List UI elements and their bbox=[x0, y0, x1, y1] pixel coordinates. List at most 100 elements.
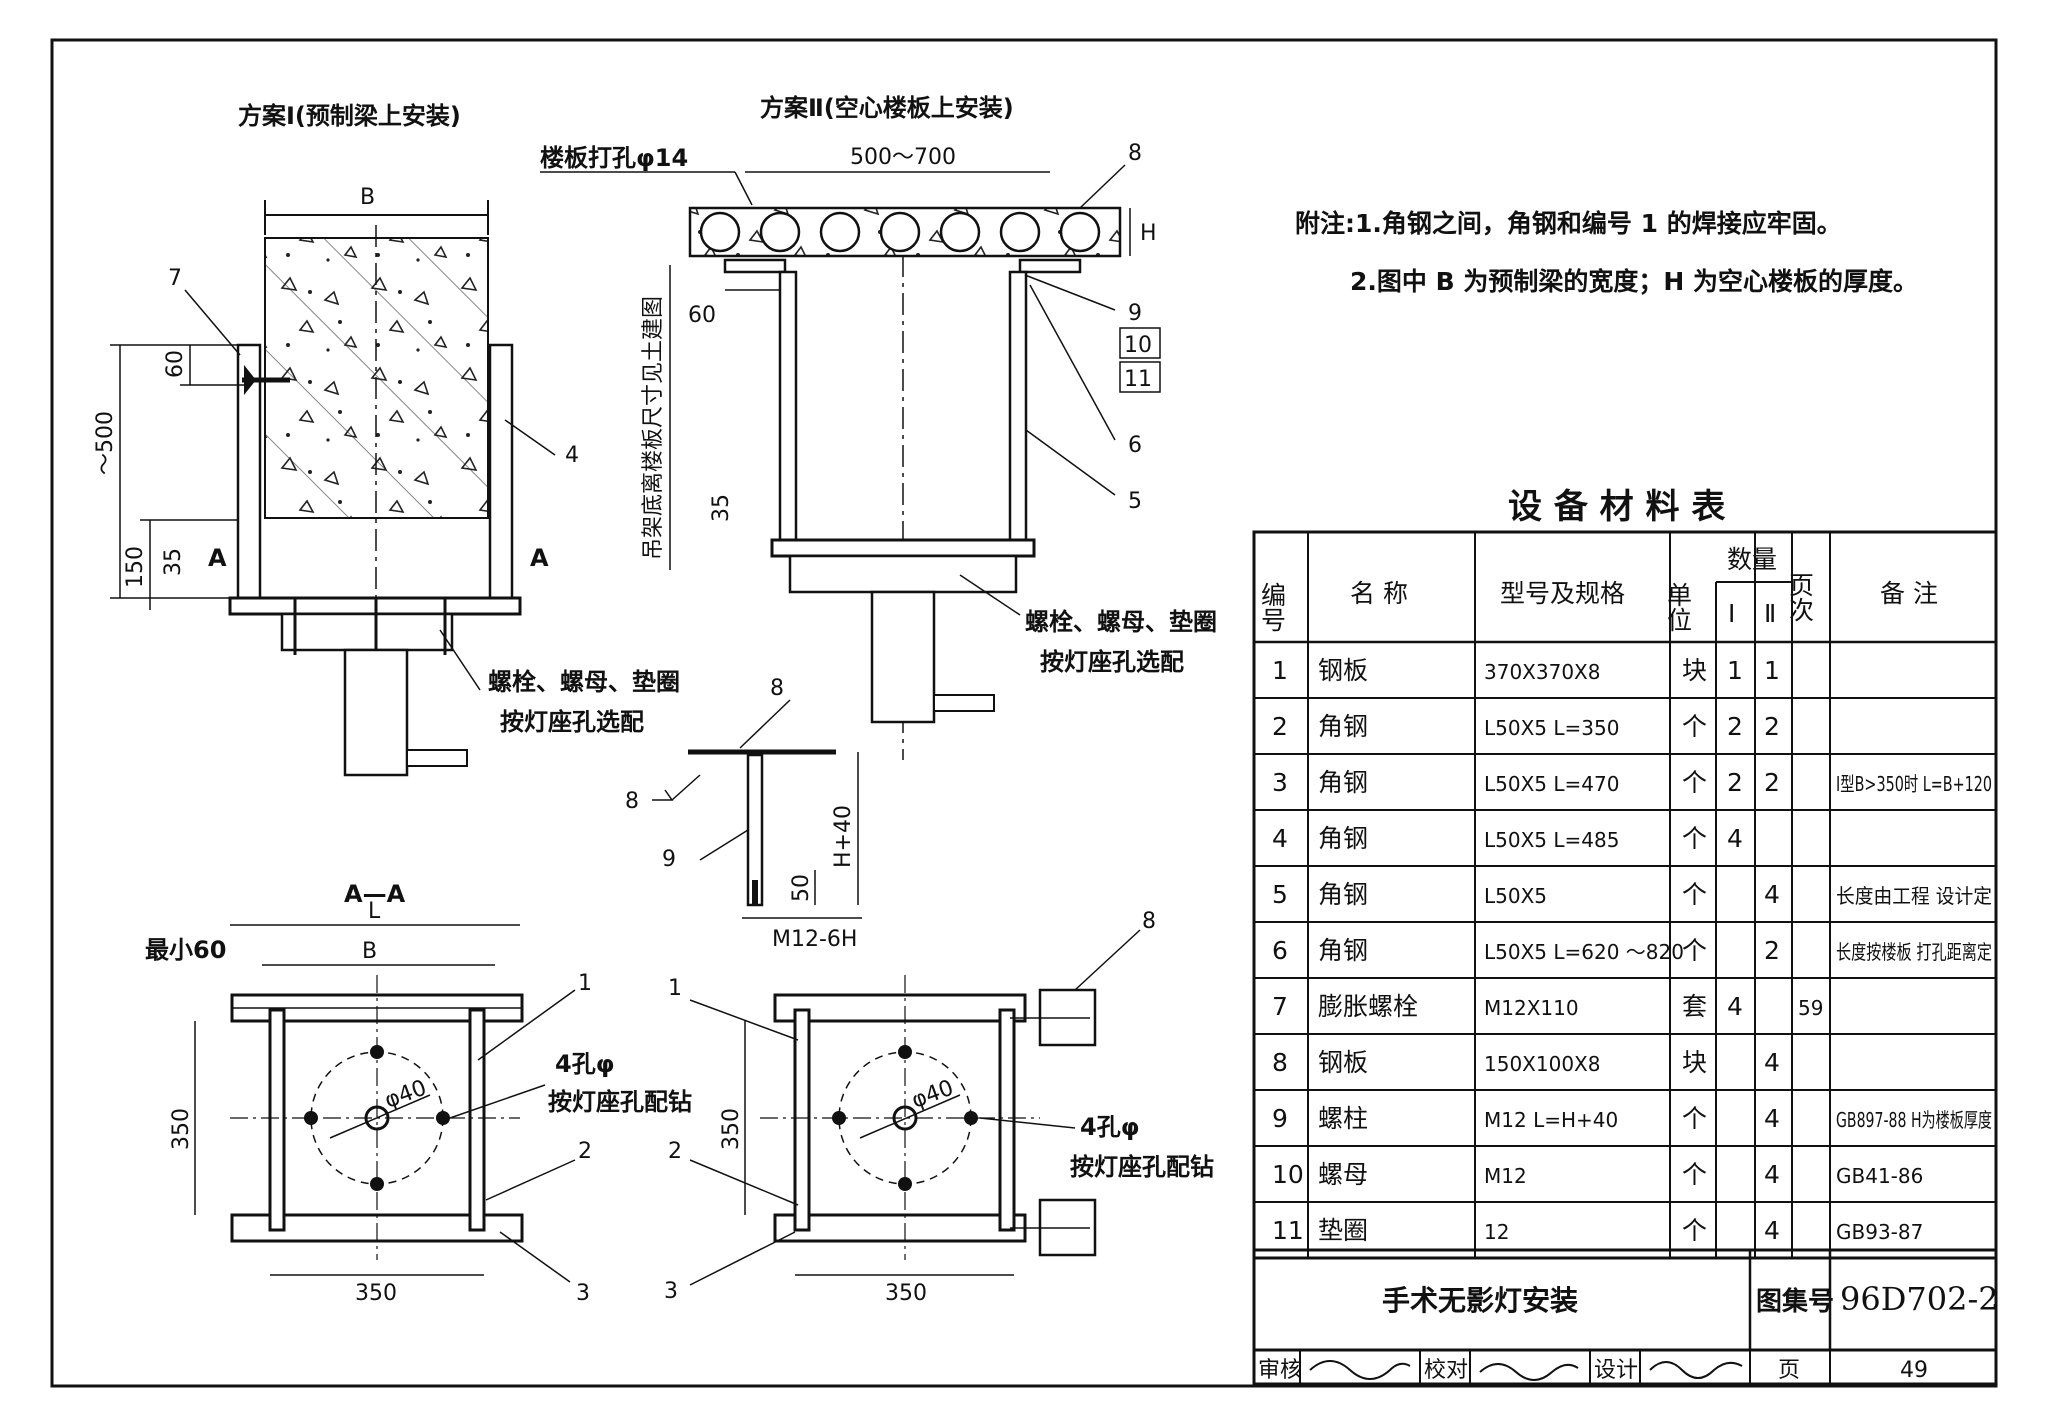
vertical-note: 吊架底离楼板尺寸见土建图 bbox=[641, 296, 666, 560]
row-qty-1: 4 bbox=[1727, 824, 1743, 853]
row-remark: GB93-87 bbox=[1836, 1220, 1923, 1244]
section-a-a: A—A L B 最小60 φ40 350 350 4孔φ 按灯座孔配钻 1 2 … bbox=[145, 880, 692, 1306]
dim-60: 60 bbox=[163, 350, 188, 378]
row-name: 螺母 bbox=[1318, 1160, 1368, 1189]
dim-500: ～500 bbox=[93, 411, 118, 475]
stud-detail: 8 8 9 H+40 50 M12-6H bbox=[625, 676, 862, 952]
row-qty-1: 2 bbox=[1727, 712, 1743, 741]
row-unit: 块 bbox=[1682, 656, 1707, 685]
callout-6-s2: 6 bbox=[1128, 433, 1142, 458]
row-spec: M12 bbox=[1484, 1164, 1527, 1188]
row-name: 钢板 bbox=[1318, 656, 1368, 685]
row-name: 角钢 bbox=[1318, 936, 1368, 965]
row-unit: 个 bbox=[1682, 880, 1707, 909]
plan2-dim-350h: 350 bbox=[885, 1281, 927, 1306]
row-qty-2: 4 bbox=[1764, 1048, 1780, 1077]
angle-5-left bbox=[778, 270, 798, 554]
row-unit: 套 bbox=[1682, 992, 1707, 1021]
row-no: 5 bbox=[1272, 880, 1288, 909]
header-remark: 备 注 bbox=[1880, 579, 1938, 608]
scheme-2-elevation: 方案Ⅱ(空心楼板上安装) 楼板打孔φ14 500～700 H 吊架底离楼板尺寸见… bbox=[540, 94, 1217, 760]
callout-5-s2: 5 bbox=[1128, 489, 1142, 514]
dim-b-aa: B bbox=[362, 939, 377, 964]
row-unit: 个 bbox=[1682, 1104, 1707, 1133]
row-qty-2: 4 bbox=[1764, 880, 1780, 909]
review-signature bbox=[1309, 1360, 1411, 1380]
row-spec: 150X100X8 bbox=[1484, 1052, 1600, 1076]
holes-note-1: 4孔φ bbox=[555, 1050, 614, 1078]
dim-l: L bbox=[368, 899, 381, 924]
note-line-1: 附注:1.角钢之间，角钢和编号 1 的焊接应牢固。 bbox=[1295, 209, 1842, 238]
row-no: 4 bbox=[1272, 824, 1288, 853]
check-signature bbox=[1479, 1363, 1579, 1381]
plan2-holes-2: 按灯座孔配钻 bbox=[1070, 1153, 1214, 1181]
row-no: 10 bbox=[1272, 1160, 1304, 1189]
scheme-2-title: 方案Ⅱ(空心楼板上安装) bbox=[760, 94, 1014, 122]
row-remark: GB897-88 H为楼板厚度 bbox=[1836, 1108, 1992, 1132]
row-spec: L50X5 L=350 bbox=[1484, 716, 1619, 740]
row-spec: M12X110 bbox=[1484, 996, 1579, 1020]
angle-right bbox=[488, 343, 514, 602]
header-name: 名 称 bbox=[1350, 579, 1408, 608]
plan2-holes-1: 4孔φ bbox=[1080, 1113, 1139, 1141]
lamp-base bbox=[280, 612, 454, 652]
row-unit: 个 bbox=[1682, 712, 1707, 741]
row-qty-2: 2 bbox=[1764, 712, 1780, 741]
row-unit: 个 bbox=[1682, 824, 1707, 853]
row-qty-2: 2 bbox=[1764, 936, 1780, 965]
table-border bbox=[1252, 530, 1998, 1260]
row-name: 角钢 bbox=[1318, 712, 1368, 741]
detail-dim-h40: H+40 bbox=[831, 805, 856, 868]
callout-4: 4 bbox=[565, 443, 579, 468]
holes-note-2: 按灯座孔配钻 bbox=[548, 1088, 692, 1116]
row-spec: M12 L=H+40 bbox=[1484, 1108, 1618, 1132]
row-spec: L50X5 L=620 ～820 bbox=[1484, 940, 1684, 964]
row-name: 螺柱 bbox=[1318, 1104, 1368, 1133]
plan2-dia-40: φ40 bbox=[909, 1076, 958, 1114]
scheme-1-bolt-note-1: 螺栓、螺母、垫圈 bbox=[488, 668, 680, 696]
row-name: 角钢 bbox=[1318, 824, 1368, 853]
check-label: 校对 bbox=[1424, 1358, 1468, 1383]
table-title: 设 备 材 料 表 bbox=[1508, 487, 1725, 527]
row-name: 膨胀螺栓 bbox=[1318, 992, 1418, 1021]
plan2-dim-350v: 350 bbox=[719, 1108, 744, 1150]
callout-10-s2: 10 bbox=[1124, 333, 1152, 358]
title-block: 手术无影灯安装 图集号 96D702-2 审核 校对 设计 页 49 bbox=[1252, 1248, 1999, 1386]
plan2-callout-2: 2 bbox=[668, 1139, 682, 1164]
row-page: 59 bbox=[1798, 996, 1823, 1020]
note-line-2: 2.图中 B 为预制梁的宽度；H 为空心楼板的厚度。 bbox=[1350, 267, 1918, 296]
dim-350h: 350 bbox=[355, 1281, 397, 1306]
callout-7: 7 bbox=[168, 266, 182, 291]
lamp-stem bbox=[343, 648, 409, 777]
row-unit: 个 bbox=[1682, 936, 1707, 965]
section-mark-left: A bbox=[208, 544, 227, 572]
dim-35-s2: 35 bbox=[709, 494, 734, 522]
plan-2: φ40 350 350 4孔φ 按灯座孔配钻 1 2 3 8 bbox=[664, 909, 1214, 1306]
row-remark: Ⅰ型B>350时 L=B+120 bbox=[1836, 772, 1992, 796]
design-label: 设计 bbox=[1594, 1358, 1638, 1383]
row-no: 7 bbox=[1272, 992, 1288, 1021]
row-no: 1 bbox=[1272, 656, 1288, 685]
plan2-callout-1: 1 bbox=[668, 976, 682, 1001]
detail-thread: M12-6H bbox=[772, 927, 857, 952]
row-no: 11 bbox=[1272, 1216, 1304, 1245]
row-qty-2: 4 bbox=[1764, 1216, 1780, 1245]
plan2-callout-3: 3 bbox=[664, 1279, 678, 1304]
section-aa-title: A—A bbox=[344, 880, 406, 908]
row-spec: L50X5 bbox=[1484, 884, 1547, 908]
callout-11-s2: 11 bbox=[1124, 367, 1152, 392]
row-spec: L50X5 L=485 bbox=[1484, 828, 1619, 852]
row-qty-2: 2 bbox=[1764, 768, 1780, 797]
design-signature bbox=[1649, 1361, 1743, 1379]
header-page: 页次 bbox=[1786, 572, 1815, 622]
drill-note: 楼板打孔φ14 bbox=[540, 144, 688, 172]
dim-b-label: B bbox=[360, 185, 375, 210]
row-unit: 个 bbox=[1682, 1160, 1707, 1189]
header-qty: 数量 bbox=[1727, 545, 1777, 574]
atlas-number: 96D702-2 bbox=[1840, 1280, 1999, 1318]
dim-350v: 350 bbox=[169, 1108, 194, 1150]
scheme-2-bolt-note-1: 螺栓、螺母、垫圈 bbox=[1025, 608, 1217, 636]
row-qty-1: 4 bbox=[1727, 992, 1743, 1021]
